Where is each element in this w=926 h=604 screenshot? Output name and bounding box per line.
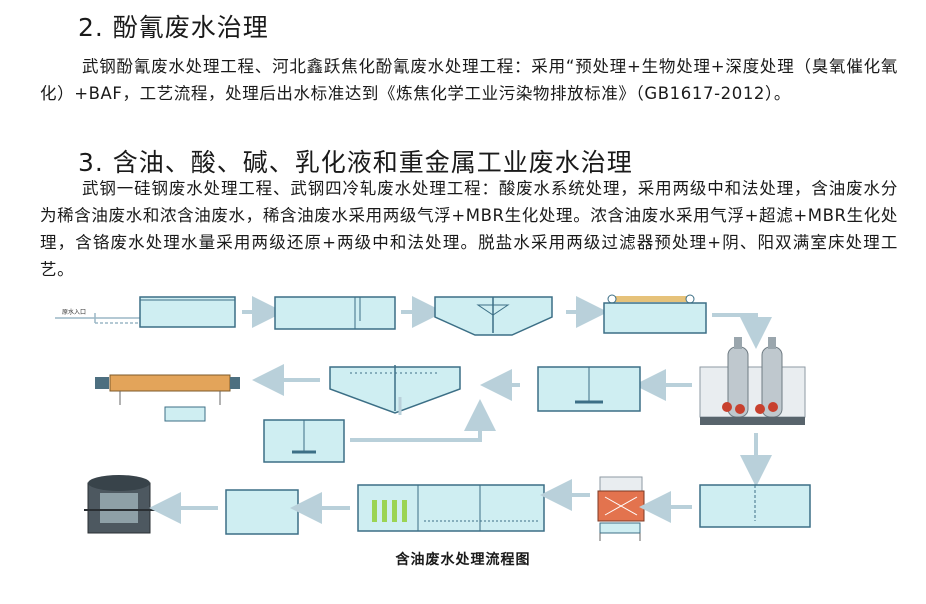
settling-tank-cone: [329, 365, 461, 414]
section-2-heading: 2. 酚氰废水治理: [78, 13, 269, 42]
clarifier-tank: [434, 296, 553, 336]
section-3-heading: 3. 含油、酸、碱、乳化液和重金属工业废水治理: [78, 148, 633, 177]
arrow: [350, 399, 496, 442]
air-flotation-unit: [597, 476, 645, 541]
section-2-paragraph: 武钢酚氰废水处理工程、河北鑫跃焦化酚氰废水处理工程：采用“预处理+生物处理+深度…: [40, 57, 898, 103]
membrane-bioreactor-tank: [357, 484, 545, 532]
pressure-filter-vessel: [84, 475, 155, 534]
inlet-label: 原水入口: [62, 308, 86, 316]
clean-water-tank: [225, 489, 299, 535]
oil-separation-tank: [699, 484, 811, 528]
tank-1: [139, 296, 236, 328]
inlet-pipes: [55, 313, 140, 324]
diagram-caption: 含油废水处理流程图: [395, 552, 531, 568]
tank-4: [603, 294, 707, 334]
small-tank: [263, 419, 345, 463]
mbr-reactor-towers: [699, 337, 806, 425]
arrow: [712, 313, 772, 349]
tank-2: [274, 296, 396, 330]
filter-press: [95, 374, 240, 422]
section-3-paragraph: 武钢一硅钢废水处理工程、武钢四冷轧废水处理工程：酸废水系统处理，采用两级中和法处…: [40, 179, 898, 279]
aeration-tank: [537, 366, 641, 412]
process-flow-diagram: 原水入口: [55, 294, 811, 541]
